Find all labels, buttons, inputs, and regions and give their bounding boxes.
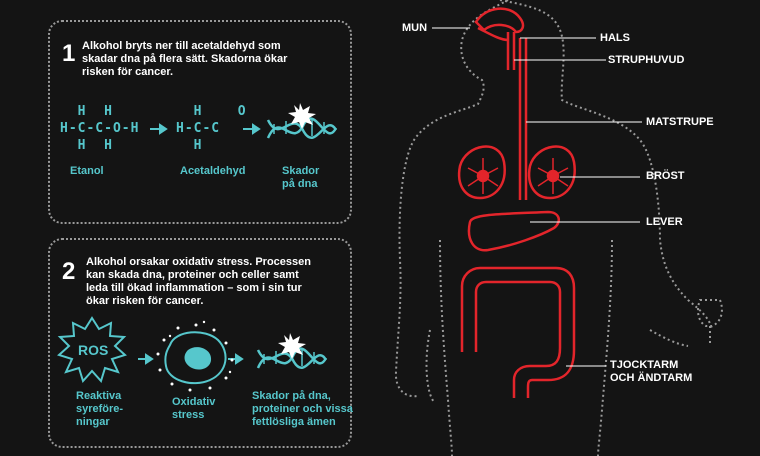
step1-description: Alkohol bryts ner till acetaldehyd som s…	[82, 40, 342, 79]
step1-line: risken för cancer.	[82, 66, 174, 78]
colon	[460, 266, 576, 398]
label-matstrupe: MATSTRUPE	[646, 116, 714, 128]
label-mun: MUN	[402, 22, 428, 34]
arrow-icon	[243, 123, 261, 135]
arrow-icon	[138, 353, 154, 365]
body-outline	[394, 0, 723, 456]
arrow-icon	[228, 353, 244, 365]
left-breast	[457, 145, 506, 200]
step2-panel	[48, 238, 352, 448]
right-breast	[527, 145, 576, 200]
step1-line: skadar dna på flera sätt. Skadorna ökar	[82, 53, 288, 65]
ros-text: ROS	[78, 342, 109, 358]
step2-number: 2	[62, 258, 76, 285]
step2-description: Alkohol orsakar oxidativ stress. Process…	[86, 256, 344, 308]
acetaldehyde-label: Acetaldehyd	[180, 165, 246, 177]
label-hals: HALS	[600, 32, 630, 44]
damage-burst-icon	[278, 333, 306, 359]
digestive-tract	[474, 7, 528, 200]
step2-line: kan skada dna, proteiner och celler samt	[86, 269, 299, 281]
step2-line: ökar risken för cancer.	[86, 295, 204, 307]
ethanol-label: Etanol	[70, 165, 104, 177]
step1-panel	[48, 20, 352, 224]
ros-burst-icon	[57, 316, 127, 383]
step2-line: Alkohol orsakar oxidativ stress. Process…	[86, 256, 311, 268]
liver	[467, 210, 561, 252]
step1-line: Alkohol bryts ner till acetaldehyd som	[82, 40, 281, 52]
label-brost: BRÖST	[646, 170, 685, 182]
step1-number: 1	[62, 40, 76, 67]
damage-burst-icon	[288, 103, 316, 129]
cell-icon	[156, 320, 234, 392]
label-struphuvud: STRUPHUVUD	[608, 54, 685, 66]
step2-line: leda till ökad inflammation – som i sin …	[86, 282, 302, 294]
leader-lines	[432, 27, 642, 367]
label-lever: LEVER	[646, 216, 683, 228]
arrow-icon	[150, 123, 168, 135]
